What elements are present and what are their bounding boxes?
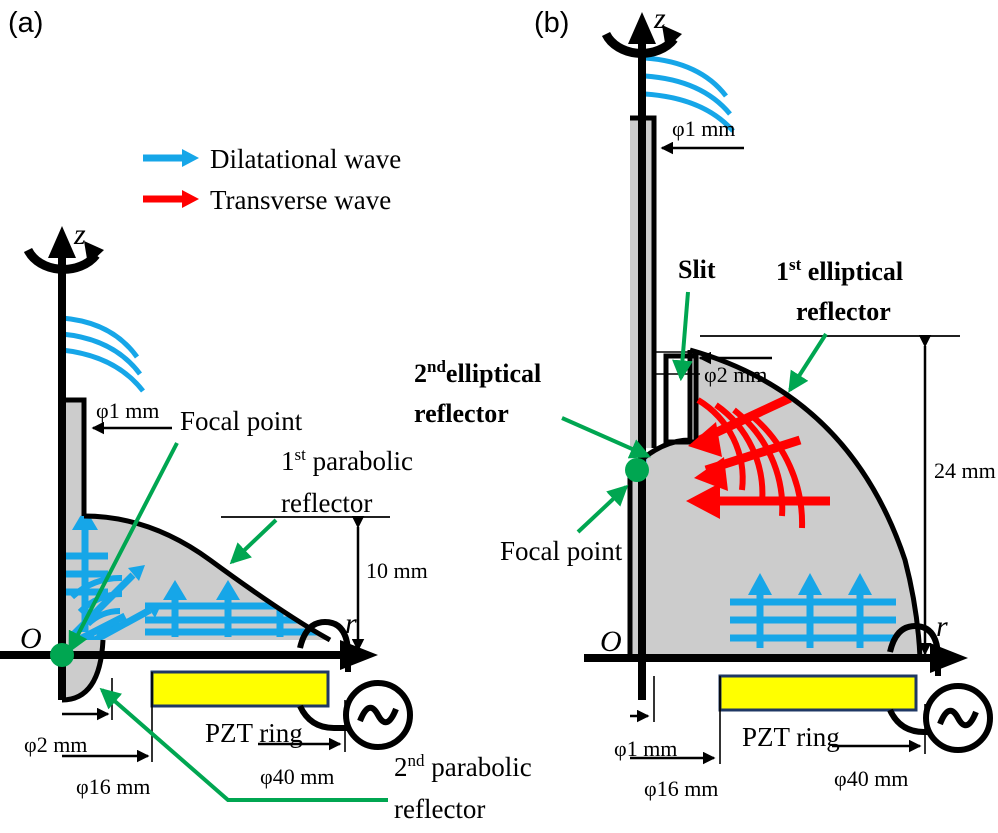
annotation-slit-b: Slit [672, 255, 716, 382]
second-reflector-label-a-line1: 2nd parabolic [394, 751, 532, 782]
dimension-phi40-a: φ40 mm [258, 700, 346, 789]
second-reflector-sup-b: nd [427, 357, 446, 376]
rotation-arrow-icon [662, 25, 682, 49]
second-reflector-num-b: 2 [414, 359, 427, 388]
dimension-phi40-label-a: φ40 mm [260, 764, 334, 789]
focal-point-marker-b [625, 458, 649, 482]
z-axis-label-b: z [653, 2, 666, 35]
sine-wave-icon [937, 707, 979, 729]
transverse-waves-b [686, 393, 830, 529]
first-reflector-label-b-line2: reflector [796, 297, 891, 326]
annotation-first-elliptical-reflector-b: 1st elliptical reflector [776, 255, 903, 393]
first-reflector-rest-b: elliptical [801, 257, 903, 286]
dimension-phi16-b: φ16 mm [630, 676, 721, 801]
dimension-phi2-a: φ2 mm [24, 678, 113, 757]
dimension-phi16-label-a: φ16 mm [76, 774, 150, 799]
focal-point-label-a: Focal point [180, 406, 303, 436]
rotation-arrow-icon [84, 241, 104, 265]
panel-b: (b) [414, 2, 996, 801]
radiated-wave-arcs-a [61, 315, 145, 393]
right-arrow-icon [182, 149, 199, 167]
annotation-first-parabolic-reflector-a: 1st parabolic reflector [229, 445, 413, 565]
focal-point-label-b: Focal point [500, 536, 623, 566]
first-reflector-rest-a: parabolic [306, 446, 413, 476]
z-axis-arrow-icon [48, 226, 76, 258]
ac-source-a [343, 680, 413, 750]
second-reflector-rest-a: parabolic [425, 752, 532, 782]
pzt-ring-label-b: PZT ring [742, 722, 840, 752]
dimension-phi1-top-b: φ1 mm [653, 116, 744, 155]
first-reflector-label-b-line1: 1st elliptical [776, 255, 903, 286]
dimension-phi1-label-a: φ1 mm [96, 398, 159, 423]
r-axis-arrow-icon [930, 643, 968, 673]
second-reflector-num-a: 2 [394, 752, 408, 782]
dimension-phi16-a: φ16 mm [62, 672, 153, 799]
r-axis-label-a: r [345, 607, 357, 640]
legend-item-transverse: Transverse wave [143, 185, 391, 215]
dimension-height-label-a: 10 mm [366, 558, 428, 583]
dimension-phi1-top-label-b: φ1 mm [672, 116, 735, 141]
annotation-second-parabolic-reflector-a: 2nd parabolic reflector [99, 687, 532, 824]
second-reflector-sup-a: nd [408, 751, 426, 770]
sine-wave-icon [357, 704, 399, 726]
origin-label-b: O [600, 625, 622, 658]
first-parabolic-reflector-outline-a [83, 513, 332, 643]
first-reflector-sup-b: st [789, 255, 802, 274]
dimension-phi40-b: φ40 mm [832, 704, 926, 791]
dimension-height-a: 10 mm [221, 515, 428, 652]
annotation-second-elliptical-reflector-b: 2ndelliptical reflector [414, 357, 651, 459]
dimension-phi1-a: φ1 mm [83, 398, 172, 435]
panel-a: (a) Dilatational wave Transverse wave [0, 7, 532, 824]
slit-label-b: Slit [678, 255, 716, 284]
panel-a-label: (a) [8, 7, 43, 39]
first-reflector-label-a-line2: reflector [281, 488, 372, 518]
origin-label-a: O [20, 622, 42, 655]
axes-b: z O r [584, 2, 968, 700]
right-arrow-icon [182, 190, 199, 208]
legend: Dilatational wave Transverse wave [143, 144, 401, 215]
z-axis-arrow-icon [628, 12, 656, 44]
first-reflector-label-a-line1: 1st parabolic [281, 445, 413, 476]
z-axis-label-a: z [73, 218, 86, 251]
pzt-ring-b [718, 674, 918, 712]
dimension-phi2-label-b: φ2 mm [704, 362, 767, 387]
dimension-phi2-label-a: φ2 mm [24, 732, 87, 757]
pzt-ring-a [150, 670, 330, 708]
first-elliptical-reflector-outline-b [689, 347, 923, 659]
dimension-phi2-b: φ2 mm [654, 351, 772, 387]
first-reflector-num-a: 1 [281, 446, 295, 476]
first-reflector-sup-a: st [295, 445, 307, 464]
radiated-wave-arcs-b [644, 55, 735, 133]
r-axis-arrow-icon [340, 640, 378, 670]
ac-source-b [923, 683, 993, 753]
second-reflector-label-b-line2: reflector [414, 399, 509, 428]
annotation-focal-point-b: Focal point [500, 484, 629, 566]
r-axis-label-b: r [936, 610, 948, 643]
second-reflector-label-b-line1: 2ndelliptical [414, 357, 541, 388]
legend-item-dilatational: Dilatational wave [143, 144, 401, 174]
legend-label-dilatational: Dilatational wave [210, 144, 401, 174]
annotation-focal-point-a: Focal point [68, 406, 303, 653]
dimension-phi16-label-b: φ16 mm [644, 776, 718, 801]
waveguide-column-a [62, 400, 84, 516]
panel-b-label: (b) [534, 7, 569, 39]
second-reflector-label-a-line2: reflector [394, 794, 485, 824]
focal-point-marker-a [50, 643, 74, 667]
dimension-height-b: 24 mm [700, 334, 996, 656]
second-reflector-rest-b: elliptical [446, 359, 541, 388]
first-reflector-num-b: 1 [776, 257, 789, 286]
dimension-phi40-label-b: φ40 mm [834, 766, 908, 791]
dimension-height-label-b: 24 mm [934, 458, 996, 483]
ac-wiring-b [887, 622, 942, 735]
ac-wiring-a [297, 618, 352, 731]
legend-label-transverse: Transverse wave [210, 185, 391, 215]
